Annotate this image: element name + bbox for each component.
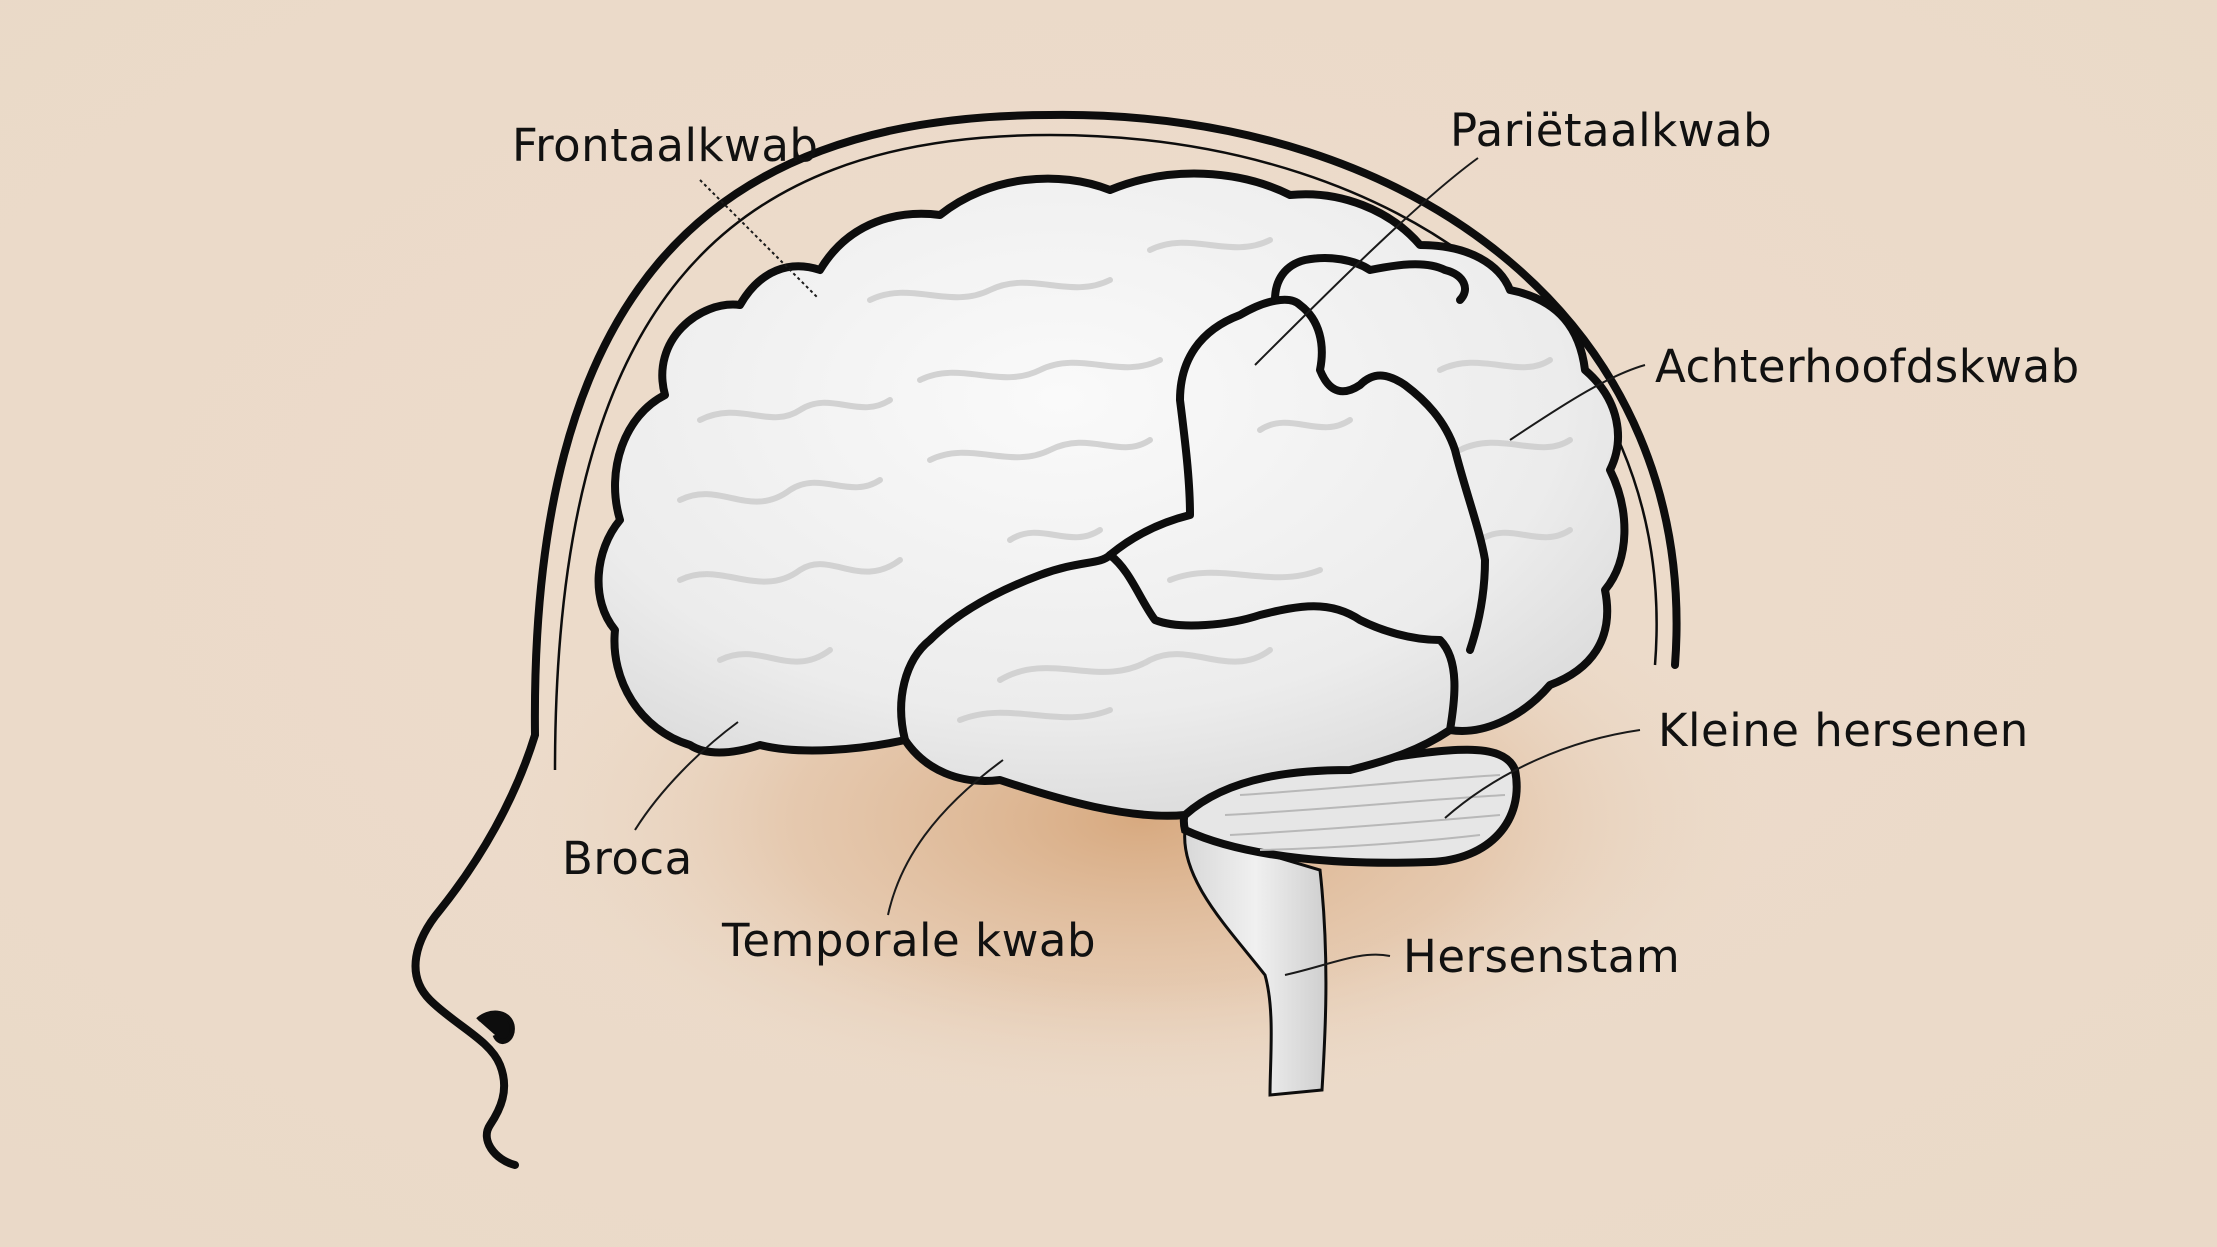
leader-parietal	[1254, 157, 1479, 366]
label-temporal-lobe: Temporale kwab	[722, 914, 1097, 967]
leader-broca	[634, 721, 739, 831]
leader-occipital	[1509, 364, 1646, 441]
leader-cerebellum	[1444, 729, 1641, 819]
label-brainstem: Hersenstam	[1403, 930, 1681, 983]
lobe-boundaries	[897, 254, 1489, 744]
label-parietal-lobe: Pariëtaalkwab	[1450, 104, 1773, 157]
label-frontal-lobe: Frontaalkwab	[512, 119, 819, 172]
temporal-boundary	[897, 551, 1459, 744]
leader-brainstem	[1284, 953, 1391, 976]
gyri-texture	[677, 237, 1573, 723]
nostril	[476, 1010, 515, 1044]
leader-temporal	[887, 759, 1004, 916]
leader-lines	[634, 157, 1646, 976]
parietal-top	[1271, 254, 1469, 304]
brain-stem	[1183, 828, 1328, 1097]
leader-frontal	[699, 179, 819, 299]
label-broca: Broca	[562, 832, 693, 885]
label-cerebellum: Kleine hersenen	[1658, 704, 2029, 757]
cerebrum	[594, 169, 1629, 820]
label-occipital-lobe: Achterhoofdskwab	[1655, 340, 2080, 393]
head-outline	[411, 110, 1681, 1169]
parietal-boundary	[1106, 295, 1489, 654]
